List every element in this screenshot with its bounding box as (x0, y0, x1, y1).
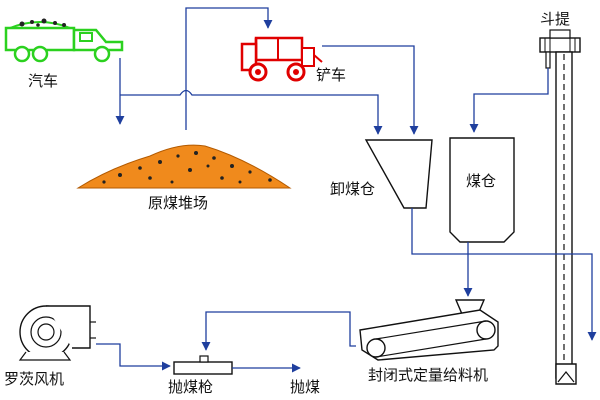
coal-gun-label: 抛煤枪 (168, 378, 213, 396)
flow-truck-to-hopper (120, 89, 383, 135)
unload-hopper (364, 139, 433, 209)
flow-yard-to-loader (185, 7, 273, 130)
flow-hopper-to-elevator (411, 208, 597, 341)
coal-pile-icon (76, 144, 292, 189)
coal-bin (449, 137, 515, 243)
feeder-label: 封闭式定量给料机 (368, 366, 488, 384)
flow-loader-to-hopper (322, 45, 419, 135)
coal-bin-label: 煤仓 (466, 172, 496, 190)
unload-hopper-label: 卸煤仓 (330, 180, 375, 198)
feeder-icon (359, 299, 499, 361)
flow-lines (96, 7, 597, 373)
flow-elevator-to-bin (469, 68, 549, 133)
roots-blower-icon (18, 305, 96, 361)
coal-gun-icon (173, 355, 233, 375)
truck-icon (4, 18, 124, 63)
loader-label: 铲车 (316, 66, 346, 84)
bucket-elevator-icon (539, 29, 581, 385)
roots-blower-label: 罗茨风机 (4, 370, 64, 388)
loader-icon (240, 36, 323, 82)
flow-feeder-to-gun (201, 311, 356, 351)
bucket-elevator-label: 斗提 (540, 10, 570, 28)
raw-coal-yard-label: 原煤堆场 (148, 194, 208, 212)
flow-blower-to-gun (96, 343, 171, 371)
truck-label: 汽车 (28, 72, 58, 90)
coal-throw-label: 抛煤 (290, 378, 320, 396)
